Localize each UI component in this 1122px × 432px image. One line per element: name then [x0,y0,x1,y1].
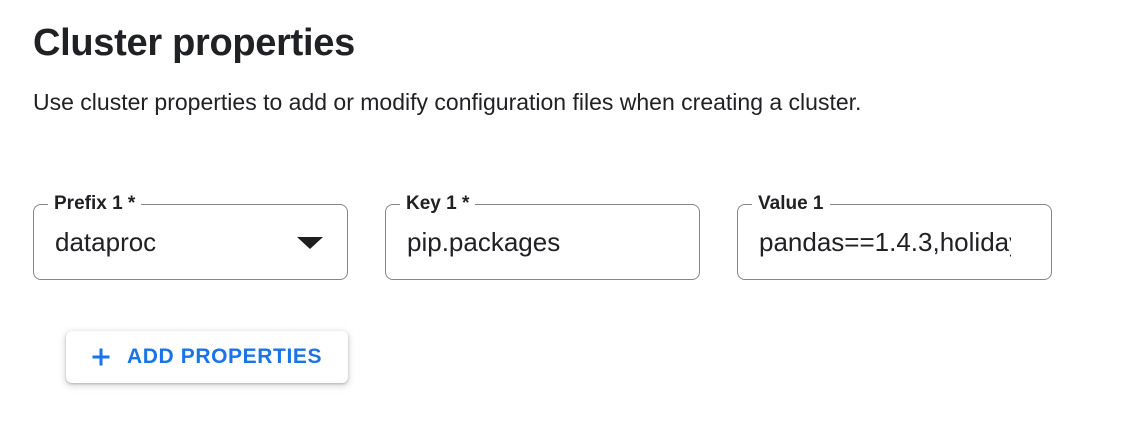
plus-icon [92,348,110,366]
add-properties-label: ADD PROPERTIES [127,345,323,369]
prefix-field: Prefix 1 * dataproc [33,192,348,281]
key-field: Key 1 * [385,192,700,281]
page-title: Cluster properties [33,22,355,64]
prefix-selected-value: dataproc [55,226,157,257]
key-input[interactable] [407,226,677,258]
value-label: Value 1 [752,192,830,218]
prefix-select[interactable]: dataproc [34,205,347,279]
value-field: Value 1 [737,192,1052,281]
page-description: Use cluster properties to add or modify … [33,88,862,115]
cluster-properties-section: Cluster properties Use cluster propertie… [33,22,1122,384]
caret-down-icon [297,237,323,250]
prefix-label: Prefix 1 * [48,192,142,218]
key-label: Key 1 * [400,192,476,218]
value-input[interactable] [759,226,1011,258]
property-fields-row: Prefix 1 * dataproc Key 1 * Value 1 [33,192,1122,281]
add-properties-button[interactable]: ADD PROPERTIES [66,331,349,384]
